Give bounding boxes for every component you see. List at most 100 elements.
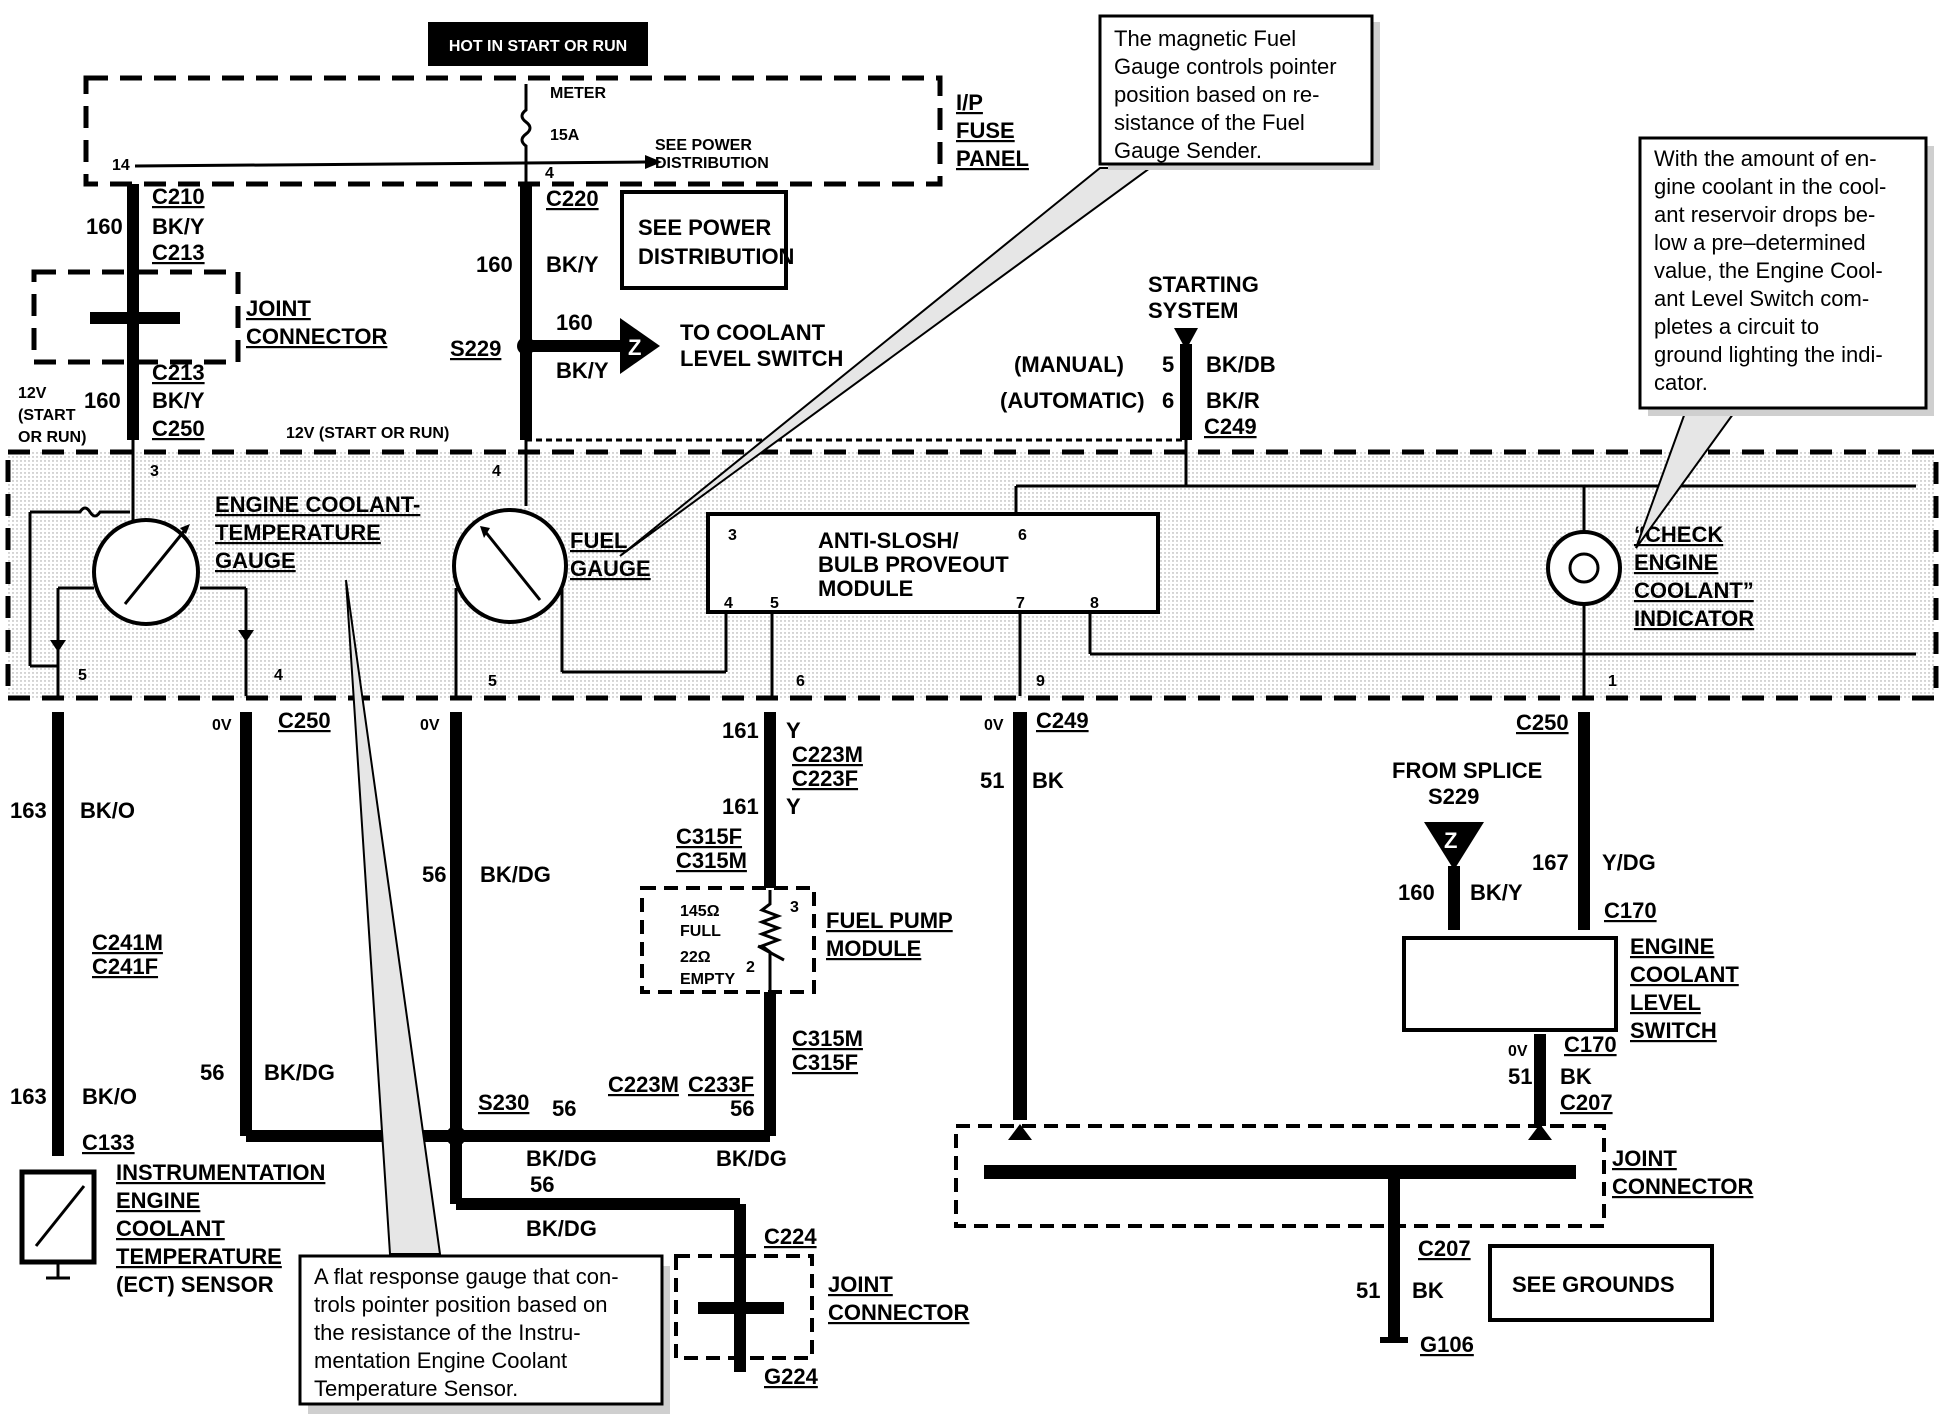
svg-text:LEVEL: LEVEL (1630, 990, 1701, 1015)
svg-text:6: 6 (1018, 527, 1027, 544)
svg-text:3: 3 (790, 899, 799, 916)
svg-text:BK: BK (1412, 1278, 1444, 1303)
svg-text:C249: C249 (1204, 414, 1257, 439)
svg-text:C223M: C223M (792, 742, 863, 767)
svg-text:ground lighting the indi-: ground lighting the indi- (1654, 342, 1883, 367)
svg-text:MODULE: MODULE (826, 936, 921, 961)
svg-text:COOLANT: COOLANT (116, 1216, 225, 1241)
svg-text:Z: Z (1444, 828, 1457, 853)
svg-text:ENGINE: ENGINE (1630, 934, 1714, 959)
svg-text:S229: S229 (450, 336, 501, 361)
svg-text:SEE POWER: SEE POWER (638, 215, 771, 240)
center-feed-wire: C220 160 BK/Y S229 160 BK/Y Z TO COOLANT… (450, 184, 843, 440)
svg-text:G224: G224 (764, 1364, 819, 1389)
svg-text:C133: C133 (82, 1130, 135, 1155)
svg-text:SEE GROUNDS: SEE GROUNDS (1512, 1272, 1675, 1297)
svg-text:51: 51 (1508, 1064, 1532, 1089)
svg-text:0V: 0V (212, 717, 232, 734)
svg-text:low a pre–determined: low a pre–determined (1654, 230, 1866, 255)
svg-text:BK/R: BK/R (1206, 388, 1260, 413)
svg-text:C213: C213 (152, 240, 205, 265)
svg-text:BK/Y: BK/Y (546, 252, 599, 277)
svg-text:161: 161 (722, 718, 759, 743)
svg-text:G106: G106 (1420, 1332, 1474, 1357)
svg-text:COOLANT: COOLANT (1630, 962, 1739, 987)
svg-text:CONNECTOR: CONNECTOR (1612, 1174, 1753, 1199)
svg-text:C223F: C223F (792, 766, 858, 791)
svg-text:3: 3 (150, 463, 159, 480)
ip-fuse-panel: METER 15A SEE POWER DISTRIBUTION 14 4 I/… (83, 75, 1029, 187)
see-power-distribution-box: SEE POWER DISTRIBUTION (620, 190, 794, 290)
svg-text:C207: C207 (1560, 1090, 1613, 1115)
svg-text:167: 167 (1532, 850, 1569, 875)
svg-text:56: 56 (730, 1096, 754, 1121)
svg-text:Gauge Sender.: Gauge Sender. (1114, 138, 1262, 163)
svg-text:C170: C170 (1604, 898, 1657, 923)
joint-connector-ground: JOINT CONNECTOR C207 51 BK G106 SEE GROU… (954, 1124, 1753, 1357)
svg-text:BK/Y: BK/Y (1470, 880, 1523, 905)
svg-text:INSTRUMENTATION: INSTRUMENTATION (116, 1160, 325, 1185)
svg-text:FUEL PUMP: FUEL PUMP (826, 908, 953, 933)
svg-text:HOT IN START OR RUN: HOT IN START OR RUN (449, 38, 627, 55)
svg-text:C315F: C315F (792, 1050, 858, 1075)
svg-text:PANEL: PANEL (956, 146, 1029, 171)
fuel-gauge: FUEL GAUGE 5 (452, 508, 728, 696)
svg-text:0V: 0V (1508, 1043, 1528, 1060)
coolant-indicator-note: With the amount of en- gine coolant in t… (1635, 136, 1934, 549)
svg-text:COOLANT”: COOLANT” (1634, 578, 1754, 603)
svg-text:12V: 12V (18, 385, 47, 402)
svg-text:1: 1 (1608, 673, 1617, 690)
svg-text:160: 160 (556, 310, 593, 335)
svg-text:ant reservoir drops be-: ant reservoir drops be- (1654, 202, 1875, 227)
svg-text:160: 160 (1398, 880, 1435, 905)
svg-text:BK/DG: BK/DG (526, 1216, 597, 1241)
svg-text:LEVEL SWITCH: LEVEL SWITCH (680, 346, 843, 371)
svg-text:A flat response gauge that con: A flat response gauge that con- (314, 1264, 619, 1289)
svg-text:Y: Y (786, 718, 801, 743)
svg-text:the resistance of the Inst: the resistance of the Instru- (314, 1320, 581, 1345)
svg-text:56: 56 (422, 862, 446, 887)
svg-text:C220: C220 (546, 186, 599, 211)
svg-text:BULB PROVEOUT: BULB PROVEOUT (818, 552, 1009, 577)
svg-text:Temperature Sensor.: Temperature Sensor. (314, 1376, 518, 1401)
svg-text:SEE POWER: SEE POWER (655, 137, 752, 154)
svg-text:5: 5 (488, 673, 497, 690)
svg-text:mentation Engine Coolant: mentation Engine Coolant (314, 1348, 567, 1373)
svg-text:METER: METER (550, 85, 606, 102)
svg-text:5: 5 (770, 595, 779, 612)
svg-text:ENGINE: ENGINE (1634, 550, 1718, 575)
svg-text:22Ω: 22Ω (680, 949, 711, 966)
svg-text:SYSTEM: SYSTEM (1148, 298, 1238, 323)
svg-text:15A: 15A (550, 127, 580, 144)
svg-text:(ECT) SENSOR: (ECT) SENSOR (116, 1272, 274, 1297)
svg-text:OR RUN): OR RUN) (18, 429, 86, 446)
svg-text:gine coolant in the cool-: gine coolant in the cool- (1654, 174, 1886, 199)
svg-text:(AUTOMATIC): (AUTOMATIC) (1000, 388, 1145, 413)
svg-text:145Ω: 145Ω (680, 903, 720, 920)
left-feed-wire: C210 160 BK/Y C213 C213 160 BK/Y C250 12… (18, 184, 449, 446)
svg-text:S229: S229 (1428, 784, 1479, 809)
svg-text:2: 2 (746, 959, 755, 976)
svg-text:C250: C250 (1516, 710, 1569, 735)
svg-text:DISTRIBUTION: DISTRIBUTION (655, 155, 769, 172)
svg-text:BK/DG: BK/DG (480, 862, 551, 887)
svg-text:The magnetic Fuel: The magnetic Fuel (1114, 26, 1296, 51)
svg-text:56: 56 (200, 1060, 224, 1085)
svg-text:EMPTY: EMPTY (680, 971, 735, 988)
svg-text:56: 56 (530, 1172, 554, 1197)
svg-text:BK/Y: BK/Y (152, 388, 205, 413)
svg-text:Y/DG: Y/DG (1602, 850, 1656, 875)
svg-text:C224: C224 (764, 1224, 817, 1249)
check-coolant-indicator: “CHECK ENGINE COOLANT” INDICATOR 1 (1546, 486, 1754, 696)
svg-text:Gauge controls pointer: Gauge controls pointer (1114, 54, 1337, 79)
svg-text:C170: C170 (1564, 1032, 1617, 1057)
svg-text:JOINT: JOINT (828, 1272, 893, 1297)
coolant-level-switch-circuit: C250 FROM SPLICE S229 Z 160 BK/Y 167 Y/D… (1392, 710, 1739, 1140)
svg-text:position based on re-: position based on re- (1114, 82, 1319, 107)
svg-text:6: 6 (1162, 388, 1174, 413)
svg-text:14: 14 (112, 157, 130, 174)
svg-text:FUSE: FUSE (956, 118, 1015, 143)
svg-text:160: 160 (84, 388, 121, 413)
svg-text:DISTRIBUTION: DISTRIBUTION (638, 244, 794, 269)
